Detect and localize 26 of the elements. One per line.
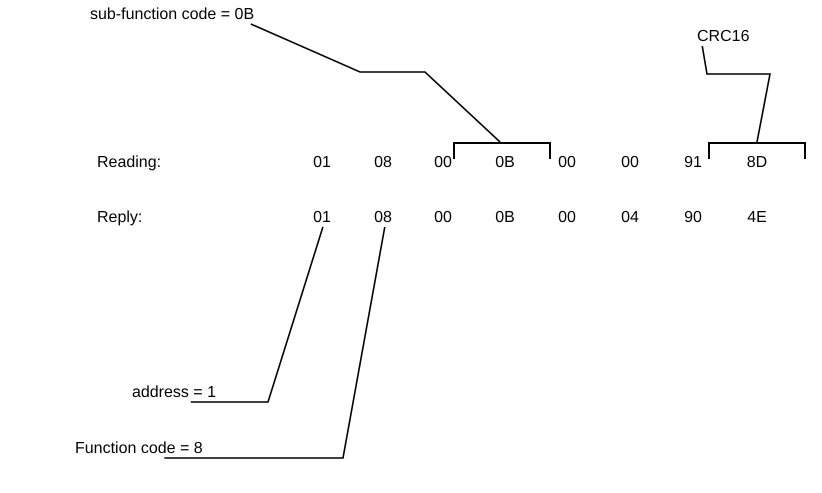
row-label: Reply:	[97, 209, 142, 227]
byte-value: 08	[374, 209, 392, 227]
byte-value: 8D	[746, 154, 768, 172]
byte-value: 01	[313, 209, 331, 227]
leader-line	[250, 23, 501, 143]
annotation-text: Function code = 8	[75, 440, 203, 458]
byte-value: 00	[558, 154, 576, 172]
row-label: Reading:	[97, 154, 162, 172]
byte-value: 08	[374, 154, 392, 172]
leader-line	[190, 226, 324, 403]
annotation-text: address = 1	[132, 384, 216, 402]
byte-value: 00	[558, 209, 576, 227]
byte-value: 01	[313, 154, 331, 172]
annotation-text: CRC16	[697, 28, 750, 46]
byte-value: 00	[434, 209, 452, 227]
byte-value: 0B	[495, 154, 515, 172]
leader-line	[701, 46, 771, 142]
byte-value: 4E	[747, 209, 767, 227]
annotation-text: sub-function code = 0B	[90, 6, 254, 24]
byte-value: 91	[684, 154, 702, 172]
byte-value: 04	[621, 209, 639, 227]
byte-value: 0B	[495, 209, 515, 227]
byte-value: 00	[434, 154, 452, 172]
byte-value: 00	[621, 154, 639, 172]
byte-value: 90	[684, 209, 702, 227]
leader-line	[164, 226, 386, 459]
